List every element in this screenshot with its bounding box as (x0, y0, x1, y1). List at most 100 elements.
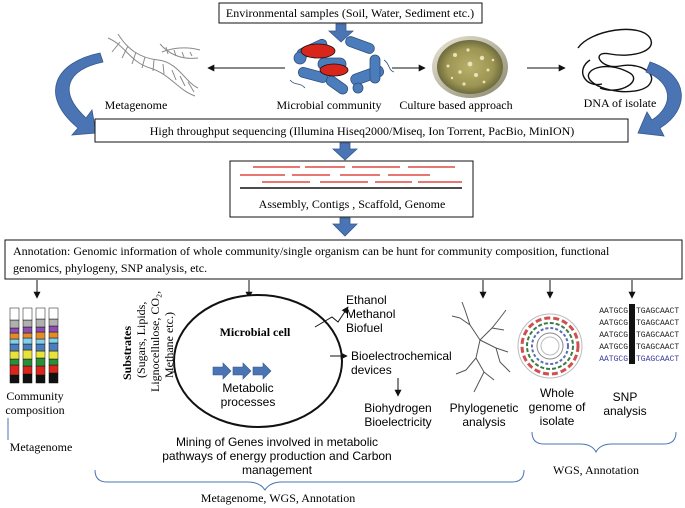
whole-genome-label-2: genome of (529, 400, 586, 414)
brace-meta-wgs (94, 469, 525, 491)
mining-line-3: management (242, 463, 313, 477)
product-biofuel: Biofuel (346, 321, 383, 335)
composition-bar-segment (48, 342, 59, 352)
biohydrogen-label: Biohydrogen (364, 401, 431, 415)
composition-bar-segment (22, 365, 33, 375)
substrates-text: Substrates (120, 326, 134, 380)
snp-seq-right: TGAGCAACT (636, 307, 679, 316)
composition-bar-segment (22, 349, 33, 360)
snp-seq-right: TGAGCAACT (636, 343, 679, 352)
snp-label-1: SNP (613, 390, 638, 404)
composition-bar-segment (9, 343, 20, 352)
composition-bar-segment (9, 319, 20, 329)
composition-bar-segment (35, 307, 46, 320)
snp-rows: AATGCG TGAGCAACT AATGCG TGAGCAACT AATGCG TGAG… (599, 307, 679, 364)
blue-arrow-down-1 (327, 23, 355, 43)
wgs-annotation-label: WGS, Annotation (553, 463, 639, 477)
bioelectro-label-2: devices (351, 363, 392, 377)
metagenome-bottom-label: Metagenome (10, 440, 73, 454)
dna-isolate-label: DNA of isolate (584, 96, 657, 110)
snp-seq-left: AATGCG (599, 307, 628, 316)
blue-arrow-down-3 (332, 217, 358, 237)
petri-dish-icon (432, 36, 508, 98)
assembly-box: Assembly, Contigs , Scaffold, Genome (229, 160, 474, 218)
substrates-head: Substrates (120, 326, 134, 380)
composition-bar-segment (48, 318, 59, 327)
substrates-line2: Lignocellulose, CO₂, (148, 291, 162, 392)
composition-bar-segment (22, 307, 33, 321)
composition-bar-segment (35, 374, 46, 384)
composition-bar-segment (35, 331, 46, 340)
snp-highlight (629, 304, 635, 364)
snp-seq-left: AATGCG (599, 343, 628, 352)
snp-seq-left: AATGCG (599, 331, 628, 340)
annotation-line-1: Annotation: Genomic information of whole… (13, 244, 610, 258)
substrates-line2-group: Lignocellulose, CO₂, (148, 291, 162, 392)
composition-bar-segment (9, 332, 20, 340)
metabolic-arrows (212, 362, 272, 380)
phylogenetic-tree-icon (451, 301, 511, 393)
composition-bar-segment (35, 326, 46, 333)
arrow-to-products (314, 306, 349, 328)
composition-bar-segment (48, 337, 59, 344)
whole-genome-label-3: isolate (540, 414, 575, 428)
composition-bar-segment (9, 350, 20, 360)
annotation-line-2: genomics, phylogeny, SNP analysis, etc. (13, 261, 207, 275)
meta-wgs-annotation-label: Metagenome, WGS, Annotation (201, 491, 355, 505)
microbial-cell-label: Microbial cell (220, 325, 291, 339)
metabolic-label-1: Metabolic (222, 381, 273, 395)
composition-bar-segment (48, 307, 59, 320)
composition-bar-segment (48, 372, 59, 384)
snp-seq-left: AATGCG (599, 319, 628, 328)
community-label-2: composition (5, 403, 64, 417)
composition-bar-segment (22, 358, 33, 367)
microbial-community-icon (289, 36, 395, 95)
substrates-line1-group: (Sugars, Lipids, (134, 302, 148, 378)
bioelectro-label-1: Bioelectrochemical (351, 349, 452, 363)
product-methanol: Methanol (346, 307, 395, 321)
snp-seq-right: TGAGCAACT (636, 331, 679, 340)
mining-line-2: pathways of energy production and Carbon (162, 449, 391, 463)
bioelectricity-label: Bioelectricity (364, 415, 431, 429)
microbial-community-label: Microbial community (277, 98, 382, 112)
composition-bar-segment (35, 318, 46, 328)
mining-line-1: Mining of Genes involved in metabolic (176, 435, 378, 449)
env-samples-box: Environmental samples (Soil, Water, Sedi… (218, 2, 483, 24)
composition-bar-segment (9, 374, 20, 384)
product-ethanol: Ethanol (346, 293, 387, 307)
substrates-line3: Methane etc.) (162, 312, 176, 378)
annotation-box: Annotation: Genomic information of whole… (4, 239, 683, 280)
composition-bar-segment (35, 365, 46, 376)
composition-bar-segment (48, 358, 59, 366)
dna-helix-icon (107, 33, 201, 97)
snp-alignment: AATGCG TGAGCAACT AATGCG TGAGCAACT AATGCG TGAG… (599, 304, 679, 364)
composition-bar-segment (35, 343, 46, 352)
substrates-line1: (Sugars, Lipids, (134, 302, 148, 378)
composition-bar-segment (22, 337, 33, 345)
snp-seq-right: TGAGCAACT (636, 355, 679, 364)
culture-label: Culture based approach (399, 98, 512, 112)
annotation-down-arrows (33, 280, 636, 299)
snp-label-2: analysis (603, 404, 646, 418)
composition-bar-segment (9, 327, 20, 334)
composition-bar-segment (9, 338, 20, 345)
substrates-line3-group: Methane etc.) (162, 312, 176, 378)
blue-arrow-down-2 (331, 142, 359, 161)
composition-bar-segment (22, 319, 33, 328)
snp-seq-left: AATGCG (599, 355, 628, 364)
composition-bar-segment (35, 338, 46, 345)
metabolic-label-2: processes (221, 395, 276, 409)
microbial-cell (173, 294, 343, 428)
composition-bar-segment (48, 350, 59, 360)
sequencing-box: High throughput sequencing (Illumina His… (94, 118, 629, 143)
composition-bar-segment (48, 325, 59, 333)
assembly-text: Assembly, Contigs , Scaffold, Genome (259, 197, 446, 211)
curved-arrow-right (637, 61, 682, 137)
whole-genome-label-1: Whole (540, 386, 574, 400)
composition-bar-segment (22, 332, 33, 339)
composition-bar-segment (48, 364, 59, 374)
community-label-1: Community (6, 389, 63, 403)
composition-bar-segment (22, 373, 33, 384)
phylogenetic-label-1: Phylogenetic (450, 401, 519, 415)
